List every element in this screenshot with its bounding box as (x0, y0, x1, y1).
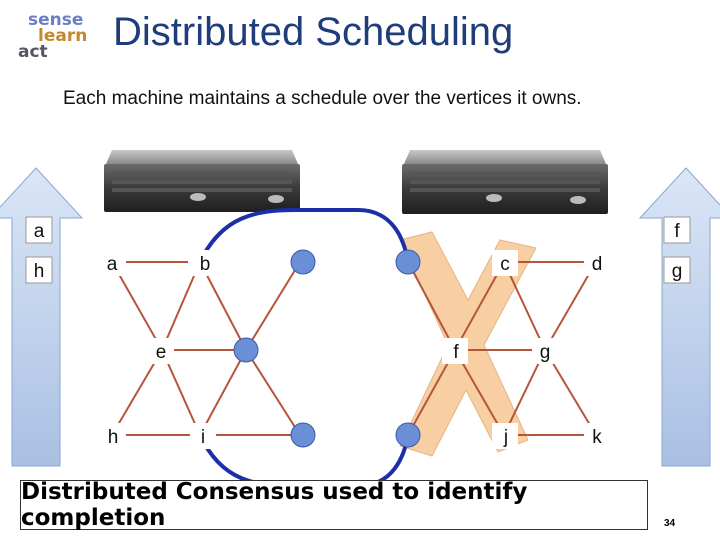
graph-vertices: a b c d e f g h (100, 250, 610, 449)
left-queue-item-2: h (25, 256, 53, 284)
logo-line-3: act (18, 42, 48, 62)
vertex-label-e: e (156, 342, 167, 363)
server-machine-1 (104, 150, 300, 212)
footer-caption: Distributed Consensus used to identify c… (20, 479, 648, 531)
vertex-i: i (190, 423, 216, 449)
left-queue-arrow (0, 167, 84, 467)
svg-text:f: f (674, 221, 680, 242)
vertex-g: g (532, 338, 558, 364)
vertex-label-d: d (592, 254, 603, 275)
right-queue-arrow (638, 167, 720, 467)
vertex-label-i: i (201, 427, 205, 448)
svg-text:g: g (672, 261, 683, 282)
vertex-label-c: c (500, 254, 510, 275)
page-title: Distributed Scheduling (113, 10, 514, 54)
graph-edges (111, 261, 597, 436)
vertex-label-f: f (453, 342, 459, 363)
vertex-h: h (100, 423, 126, 449)
logo-line-1: sense (28, 10, 84, 30)
footer-text: Distributed Consensus used to identify c… (21, 479, 528, 531)
server-machine-2 (402, 150, 608, 214)
scheduler-queues: a h f g (25, 216, 691, 284)
right-queue-item-2: g (663, 256, 691, 284)
vertex-b: b (188, 250, 214, 276)
logo-line-2: learn (38, 26, 88, 46)
page-subtitle: Each machine maintains a schedule over t… (63, 88, 582, 109)
vertex-e: e (148, 338, 174, 364)
vertex-label-b: b (200, 254, 211, 275)
vertex-k: k (584, 423, 610, 449)
left-queue-item-1: a (25, 216, 53, 244)
vertex-c: c (492, 250, 518, 276)
vertex-d: d (584, 250, 610, 276)
ghost-vertices (233, 249, 421, 448)
right-queue-item-1: f (663, 216, 691, 244)
vertex-label-k: k (592, 427, 602, 448)
page-number: 34 (664, 518, 676, 529)
vertex-label-j: j (503, 427, 508, 448)
svg-text:h: h (34, 261, 45, 282)
vertex-label-h: h (108, 427, 119, 448)
vertex-a: a (100, 250, 126, 276)
vertex-j: j (492, 423, 518, 449)
sense-learn-act-logo: sense learn act (18, 12, 90, 64)
vertex-f: f (442, 338, 468, 364)
vertex-label-a: a (107, 254, 118, 275)
svg-text:a: a (34, 221, 45, 242)
vertex-label-g: g (540, 342, 551, 363)
